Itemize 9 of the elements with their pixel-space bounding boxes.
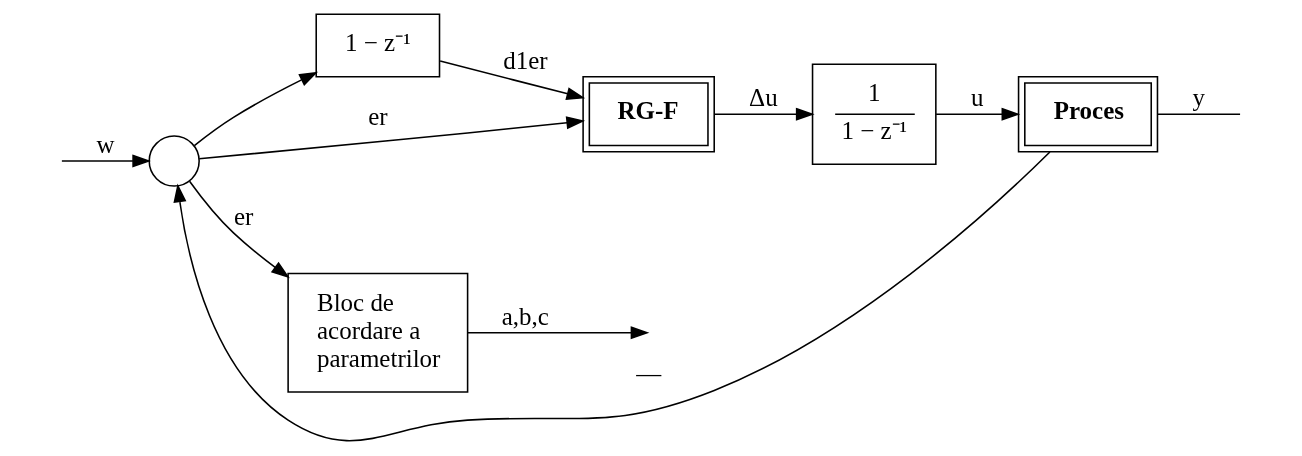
- edge-label: a,b,c: [501, 302, 549, 330]
- edge-label: er: [233, 202, 254, 230]
- edge-label: er: [368, 102, 388, 130]
- edge-label: y: [1192, 84, 1206, 112]
- edge-label: —: [636, 360, 662, 388]
- edge-label: u: [970, 84, 984, 112]
- edge-label: d1er: [503, 46, 548, 74]
- edge-label: w: [96, 130, 115, 158]
- edge-label: Δu: [749, 84, 778, 112]
